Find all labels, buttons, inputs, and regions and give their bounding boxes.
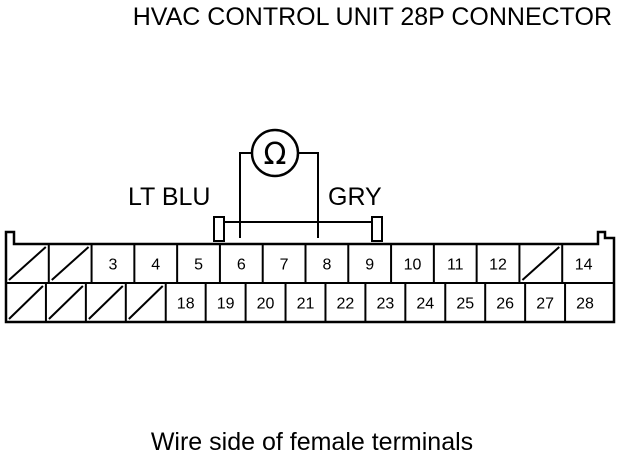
diagram-title: HVAC CONTROL UNIT 28P CONNECTOR [132, 3, 612, 31]
top-empty-cavity-13 [521, 246, 560, 281]
wire-label-gry: GRY [328, 183, 382, 211]
terminal-12: 12 [489, 257, 507, 274]
terminal-7: 7 [280, 257, 289, 274]
terminal-14: 14 [575, 257, 593, 274]
terminal-22: 22 [337, 296, 355, 313]
terminal-25: 25 [456, 296, 474, 313]
connector-bottom-row: 18 19 20 21 22 23 24 25 26 27 28 [8, 283, 594, 322]
probe-bracket [213, 216, 383, 242]
bottom-empty-cavity-4 [128, 285, 164, 320]
terminal-26: 26 [496, 296, 514, 313]
terminal-5: 5 [194, 257, 203, 274]
top-empty-cavity-1 [8, 246, 47, 281]
connector-top-row: 3 4 5 6 7 8 9 10 11 12 14 [8, 244, 593, 283]
ohmmeter-circle [250, 128, 300, 178]
ohmmeter-leads [239, 152, 319, 238]
connector-outline [4, 230, 616, 324]
terminal-19: 19 [217, 296, 235, 313]
wire-label-lt-blu: LT BLU [128, 183, 211, 211]
bottom-empty-cavity-2 [48, 285, 84, 320]
ohmmeter-symbol: Ω [250, 128, 300, 178]
ohm-icon: Ω [264, 137, 287, 172]
terminal-28: 28 [576, 296, 594, 313]
terminal-27: 27 [536, 296, 554, 313]
bottom-empty-cavity-3 [88, 285, 124, 320]
lead-left [239, 152, 252, 238]
terminal-10: 10 [404, 257, 422, 274]
terminal-11: 11 [447, 257, 464, 274]
terminal-20: 20 [257, 296, 275, 313]
terminal-21: 21 [297, 296, 315, 313]
terminal-6: 6 [237, 257, 246, 274]
lead-right [298, 152, 319, 238]
terminal-8: 8 [322, 257, 331, 274]
diagram-caption: Wire side of female terminals [150, 428, 474, 456]
terminal-3: 3 [109, 257, 118, 274]
terminal-18: 18 [177, 296, 195, 313]
terminal-9: 9 [365, 257, 374, 274]
terminal-24: 24 [416, 296, 434, 313]
bottom-empty-cavity-1 [8, 285, 44, 320]
terminal-23: 23 [376, 296, 394, 313]
terminal-4: 4 [151, 257, 160, 274]
top-empty-cavity-2 [51, 246, 90, 281]
